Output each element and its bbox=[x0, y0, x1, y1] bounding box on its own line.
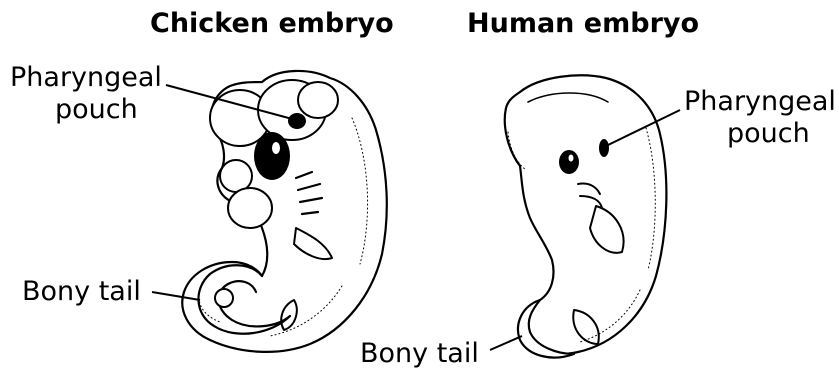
chicken-pharyngeal-pouch bbox=[288, 113, 306, 129]
chicken-brain-lobe bbox=[228, 188, 272, 228]
chicken-brain-lobe bbox=[298, 82, 338, 118]
human-eye-highlight bbox=[569, 155, 574, 162]
chicken-eye-highlight bbox=[272, 142, 280, 154]
human-tail-leader bbox=[490, 336, 522, 350]
human-pharyngeal-pouch bbox=[599, 139, 609, 157]
chicken-embryo-drawing bbox=[182, 71, 387, 352]
chicken-tail-tip bbox=[215, 289, 233, 307]
human-embryo-drawing bbox=[505, 75, 667, 357]
chicken-eye bbox=[254, 132, 290, 180]
human-eye bbox=[559, 150, 579, 174]
